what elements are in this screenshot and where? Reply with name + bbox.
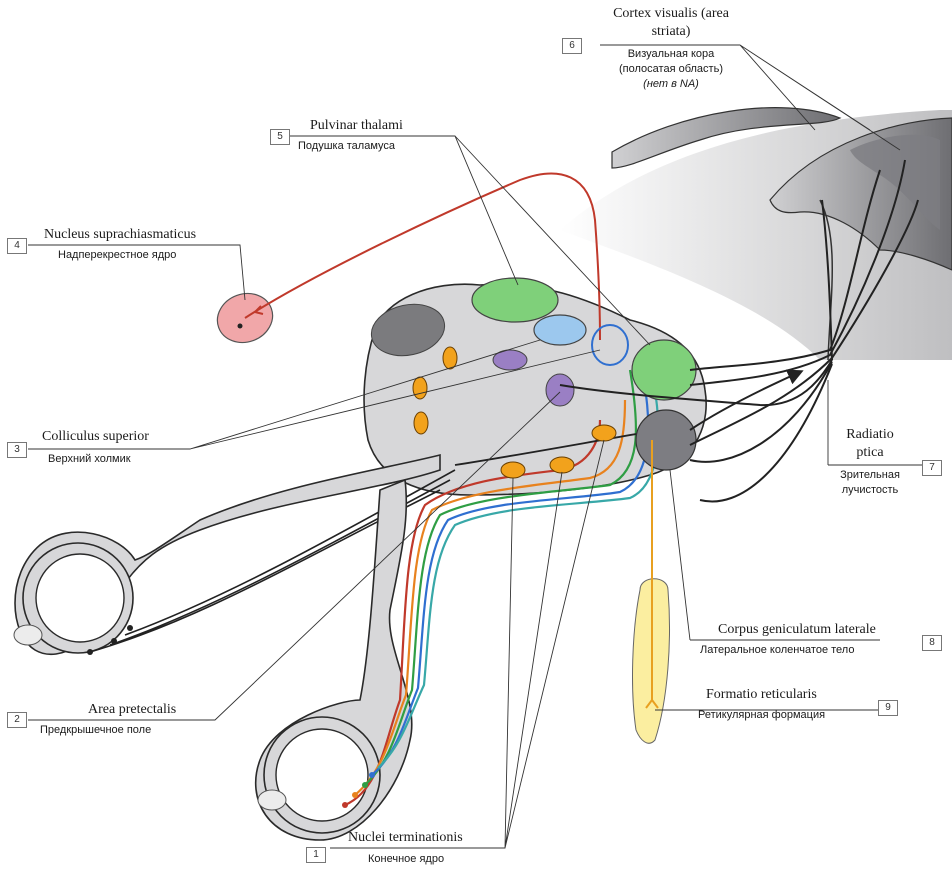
pulvinar-nucleus <box>472 278 558 322</box>
label-5-russian: Подушка таламуса <box>298 140 395 152</box>
upper-eye-lens <box>14 625 42 645</box>
label-3-number: 3 <box>7 442 27 458</box>
label-8-number: 8 <box>922 635 942 651</box>
label-9-number: 9 <box>878 700 898 716</box>
label-6-russian-1: Визуальная кора <box>596 48 746 60</box>
orange-dot-2 <box>413 377 427 399</box>
orange-dot-4 <box>501 462 525 478</box>
orange-dot-1 <box>443 347 457 369</box>
upper-eye-inner <box>36 554 124 642</box>
reticular-shape <box>633 579 670 744</box>
reticular-formation <box>633 440 670 743</box>
label-2-russian: Предкрышечное поле <box>40 724 151 736</box>
lower-eye-inner <box>276 729 368 821</box>
colliculus-nucleus <box>534 315 586 345</box>
label-8-latin: Corpus geniculatum laterale <box>718 622 876 638</box>
green-pulvinar-right <box>632 340 696 400</box>
label-9-latin: Formatio reticularis <box>706 687 817 703</box>
label-4-latin: Nucleus suprachiasmaticus <box>44 227 196 243</box>
label-7-latin-2: ptica <box>830 445 910 461</box>
label-7-russian-1: Зрительная <box>830 469 910 481</box>
scn-dot <box>238 324 243 329</box>
label-5-latin: Pulvinar thalami <box>310 118 403 134</box>
orange-dot-6 <box>592 425 616 441</box>
label-2-number: 2 <box>7 712 27 728</box>
fiber-end-blue <box>369 772 375 778</box>
orange-dot-5 <box>550 457 574 473</box>
fiber-end-orange <box>352 792 358 798</box>
label-9-russian: Ретикулярная формация <box>698 709 825 721</box>
optic-tract-lower <box>256 480 412 840</box>
fiber-end-red <box>342 802 348 808</box>
upper-fiber-node-1 <box>87 649 93 655</box>
fiber-end-green <box>362 782 368 788</box>
lgn-nucleus <box>636 410 696 470</box>
upper-fiber-node-2 <box>111 638 117 644</box>
label-1-russian: Конечное ядро <box>368 853 444 865</box>
label-6-latin-1: Cortex visualis (area <box>596 6 746 22</box>
label-6-russian-2: (полосатая область) <box>596 63 746 75</box>
lower-eye-lens <box>258 790 286 810</box>
label-3-russian: Верхний холмик <box>48 453 131 465</box>
label-8-russian: Латеральное коленчатое тело <box>700 644 854 656</box>
label-4-number: 4 <box>7 238 27 254</box>
orange-dot-3 <box>414 412 428 434</box>
label-1-number: 1 <box>306 847 326 863</box>
label-2-latin: Area pretectalis <box>88 702 176 718</box>
upper-fiber-node-3 <box>127 625 133 631</box>
label-7-number: 7 <box>922 460 942 476</box>
label-1-latin: Nuclei terminationis <box>348 830 463 846</box>
label-3-latin: Colliculus superior <box>42 429 149 445</box>
label-4-russian: Надперекрестное ядро <box>58 249 176 261</box>
label-7-latin-1: Radiatio <box>830 427 910 443</box>
label-6-russian-3: (нет в NA) <box>596 78 746 90</box>
label-6-latin-2: striata) <box>596 24 746 40</box>
label-6-number: 6 <box>562 38 582 54</box>
label-5-number: 5 <box>270 129 290 145</box>
label-7-russian-2: лучистость <box>830 484 910 496</box>
